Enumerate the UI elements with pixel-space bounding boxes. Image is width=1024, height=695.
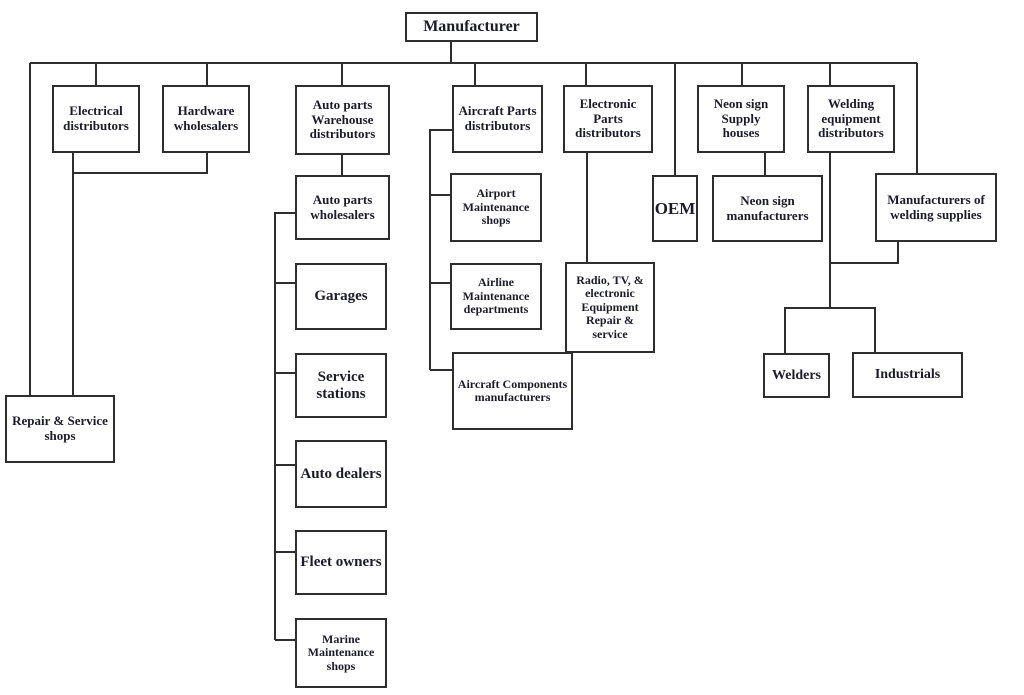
node-repair-service-shops: Repair & Service shops bbox=[5, 395, 115, 463]
node-radio-tv-electronic-equipment-repair-service: Radio, TV, & electronic Equipment Repair… bbox=[565, 262, 655, 353]
node-hardware-wholesalers: Hardware wholesalers bbox=[162, 85, 250, 153]
node-marine-maintenance-shops: Marine Maintenance shops bbox=[295, 618, 387, 688]
node-aircraft-components-manufacturers: Aircraft Components manufacturers bbox=[452, 352, 573, 430]
node-manufacturer: Manufacturer bbox=[405, 12, 538, 42]
node-airline-maintenance-departments: Airline Maintenance departments bbox=[450, 263, 542, 330]
connector-aircraft-spine bbox=[429, 129, 452, 370]
node-airport-maintenance-shops: Airport Maintenance shops bbox=[450, 173, 542, 242]
node-auto-dealers: Auto dealers bbox=[295, 440, 387, 508]
node-welding-equipment-distributors: Welding equipment distributors bbox=[807, 85, 895, 153]
node-welders: Welders bbox=[763, 353, 830, 398]
connector-auto-spine bbox=[274, 212, 295, 640]
node-auto-parts-warehouse-distributors: Auto parts Warehouse distributors bbox=[295, 85, 390, 155]
connector-hardware-join bbox=[73, 153, 208, 174]
node-electronic-parts-distributors: Electronic Parts distributors bbox=[563, 85, 653, 153]
node-manufacturers-of-welding-supplies: Manufacturers of welding supplies bbox=[875, 173, 997, 242]
node-aircraft-parts-distributors: Aircraft Parts distributors bbox=[452, 85, 543, 153]
node-service-stations: Service stations bbox=[295, 353, 387, 418]
node-garages: Garages bbox=[295, 263, 387, 330]
node-neon-sign-supply-houses: Neon sign Supply houses bbox=[697, 85, 785, 153]
node-oem: OEM bbox=[652, 175, 698, 242]
node-electrical-distributors: Electrical distributors bbox=[52, 85, 140, 153]
node-fleet-owners: Fleet owners bbox=[295, 530, 387, 595]
node-auto-parts-wholesalers: Auto parts wholesalers bbox=[295, 175, 390, 240]
connector-welding-tee bbox=[784, 307, 876, 353]
node-industrials: Industrials bbox=[852, 352, 963, 398]
connector-weldmfr-join bbox=[830, 242, 899, 264]
node-neon-sign-manufacturers: Neon sign manufacturers bbox=[712, 175, 823, 242]
